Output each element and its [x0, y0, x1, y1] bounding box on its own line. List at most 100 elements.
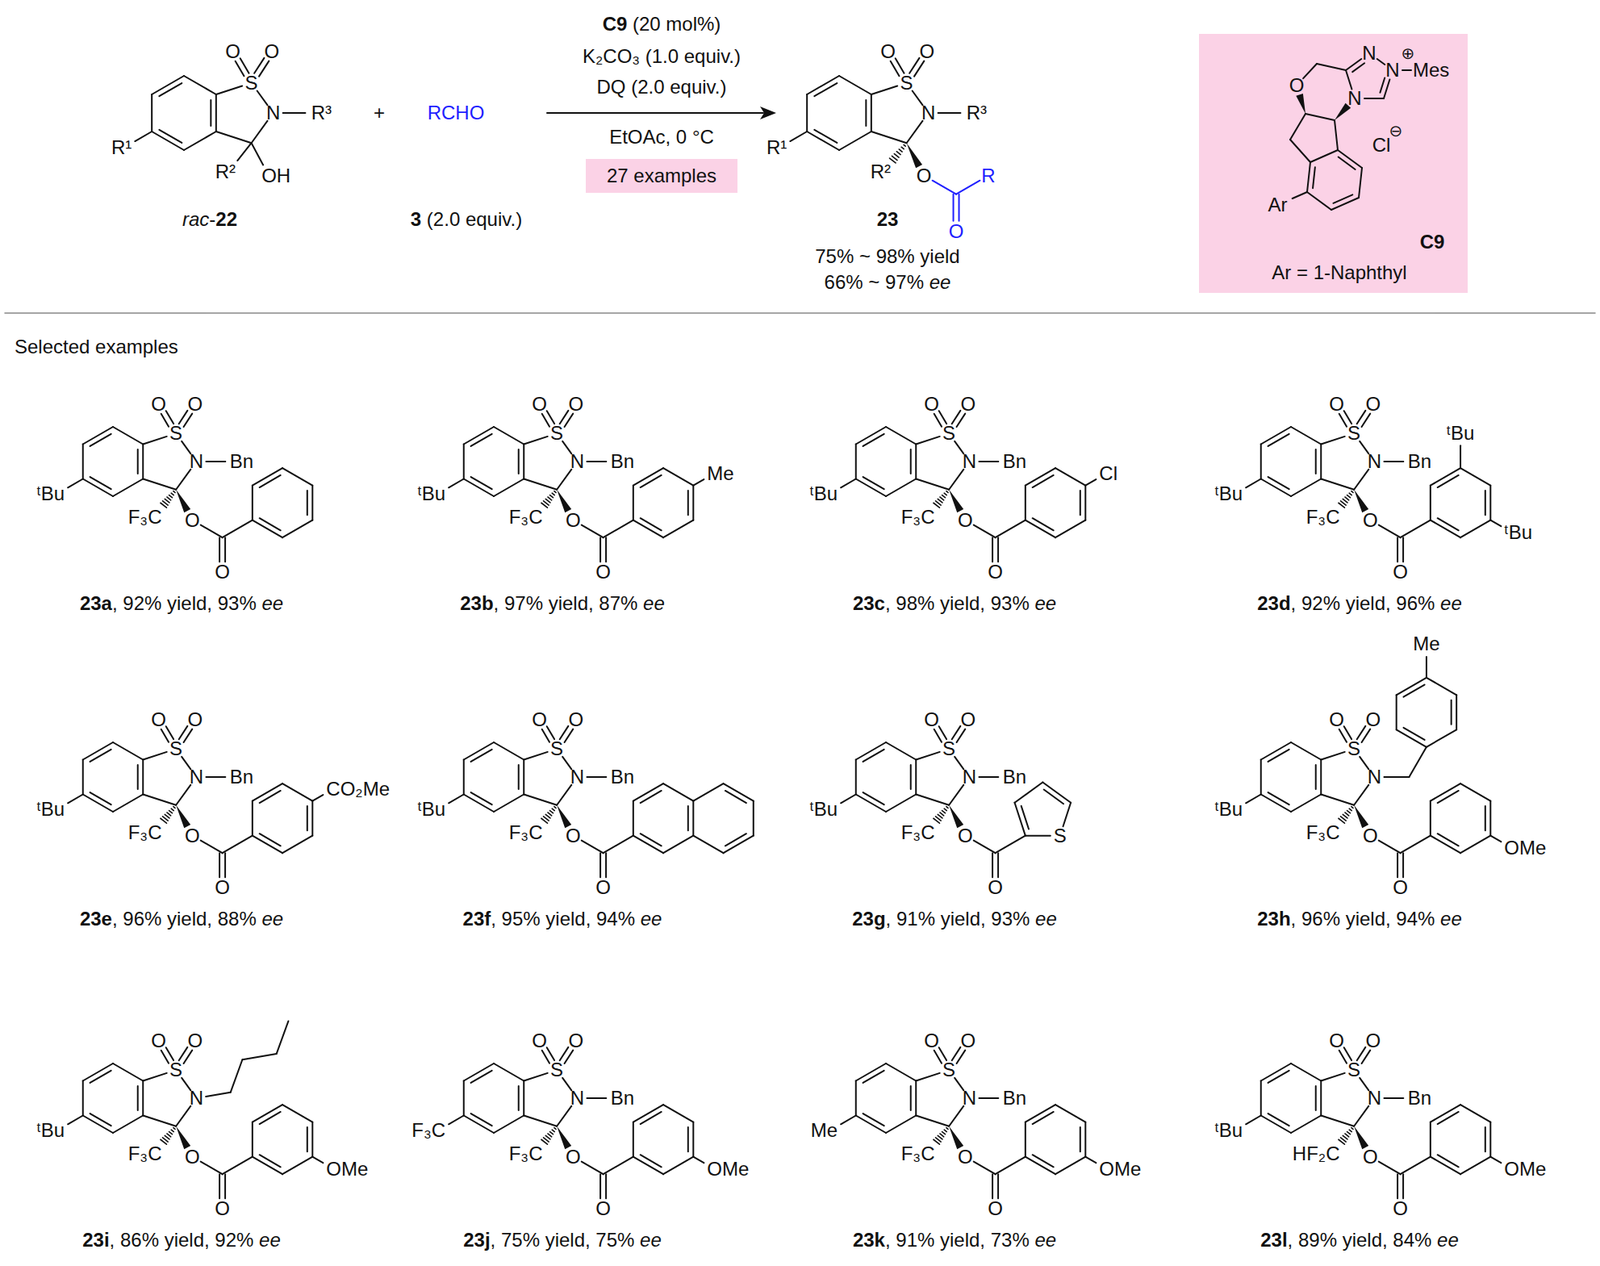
text-run: 23l: [1260, 1228, 1287, 1251]
atom-label: O: [1365, 708, 1381, 732]
bond-line: [1316, 63, 1346, 71]
atom-label: Me: [810, 1119, 838, 1142]
atom-label: N: [570, 1086, 585, 1110]
text-run: 23h: [1257, 907, 1291, 930]
bond-line: [603, 1157, 634, 1175]
compound-caption: 23f, 95% yield, 94% ee: [463, 907, 663, 931]
bond-line: [1429, 1122, 1432, 1158]
atom-label: O: [960, 392, 976, 416]
double-bond-line: [890, 61, 900, 76]
atom-label: Bn: [1002, 765, 1027, 789]
bond-line: [1345, 70, 1352, 90]
bond-line: [789, 131, 807, 142]
bond-line: [885, 426, 916, 445]
charge-sign: ⊖: [1389, 121, 1404, 141]
bond-line: [556, 469, 572, 490]
double-bond-line: [863, 434, 885, 447]
atom-label: O: [565, 824, 581, 848]
compound-caption: 23c, 98% yield, 93% ee: [852, 592, 1057, 615]
structures: [4, 58, 1596, 1199]
bond-line: [1320, 751, 1345, 761]
double-bond-line: [863, 476, 885, 489]
hashed-bond: [550, 1132, 554, 1135]
atom-label: Bn: [1407, 1086, 1432, 1110]
atom-label: HF₂C: [1292, 1142, 1341, 1166]
hashed-bond: [171, 1129, 174, 1132]
bond-line: [142, 760, 144, 795]
atom-label: F₃C: [128, 1142, 163, 1166]
double-bond-line: [218, 852, 221, 878]
double-bond-line: [1032, 518, 1054, 531]
double-bond-line: [1357, 410, 1367, 424]
bond-line: [1260, 444, 1262, 480]
double-bond-line: [1268, 792, 1290, 805]
bond-line: [1320, 479, 1354, 490]
double-bond-line: [471, 1113, 493, 1126]
hashed-bond: [169, 495, 173, 498]
atom-label: O: [957, 1145, 974, 1169]
double-bond-line: [1437, 518, 1459, 531]
double-bond-line: [952, 726, 961, 740]
condition-text: C9 (20 mol%): [602, 12, 722, 36]
bond-line: [112, 426, 143, 445]
bond-line: [463, 1081, 465, 1116]
bond-line: [1320, 1081, 1322, 1116]
double-bond-line: [1339, 729, 1347, 743]
bond-line: [1425, 656, 1428, 678]
double-bond-line: [306, 1127, 309, 1152]
atom-label: N: [1367, 1086, 1382, 1110]
bond-line: [1429, 485, 1432, 521]
atom-label: N: [962, 1086, 977, 1110]
atom-label: ᵗBu: [36, 797, 65, 821]
bond-line: [67, 1115, 84, 1125]
bond-line: [251, 121, 268, 144]
bond-line: [948, 785, 964, 806]
double-bond-line: [640, 790, 662, 803]
hashed-bond: [1349, 492, 1352, 495]
double-bond-line: [209, 100, 212, 126]
double-bond-line: [939, 1047, 947, 1061]
bond-line: [1015, 802, 1026, 836]
bond-line: [222, 1157, 253, 1175]
double-bond-line: [1079, 1127, 1082, 1152]
double-bond-line: [166, 410, 174, 424]
bond-line: [1460, 835, 1491, 854]
bond-line: [914, 444, 917, 480]
atom-label: F₃C: [509, 821, 544, 844]
double-bond-line: [599, 537, 602, 562]
atom-label: O: [1392, 876, 1408, 899]
condition-text: EtOAc, 0 °C: [609, 125, 715, 149]
bond-line: [1377, 58, 1386, 65]
atom-label: R¹: [111, 136, 132, 159]
atom-label: O: [565, 1145, 581, 1169]
hashed-bond: [1349, 1129, 1352, 1132]
double-bond-line: [1403, 685, 1425, 698]
double-bond-line: [640, 518, 662, 531]
double-bond-line: [1437, 790, 1459, 803]
atom-label: Ar: [1267, 193, 1287, 217]
double-bond-line: [640, 1111, 662, 1124]
bond-line: [632, 485, 635, 521]
atom-label: O: [531, 1029, 548, 1053]
double-bond-line: [218, 1173, 221, 1199]
atom-label: OMe: [325, 1157, 368, 1181]
bond-line: [216, 85, 243, 95]
bond-line: [493, 742, 524, 761]
bond-line: [1024, 485, 1027, 521]
double-bond-line: [599, 1173, 602, 1199]
bond-line: [142, 1115, 176, 1127]
bond-line: [251, 485, 254, 521]
text-run: 23e: [79, 907, 113, 930]
bond-line: [954, 441, 964, 454]
bond-line: [1320, 794, 1354, 806]
bond-line: [1490, 835, 1501, 843]
hashed-bond: [164, 814, 170, 819]
double-bond-line: [934, 413, 942, 427]
bond-line: [282, 467, 313, 486]
bond-line: [200, 525, 223, 538]
hashed-bond: [545, 814, 551, 819]
bond-line: [1290, 742, 1321, 761]
double-bond-line: [997, 852, 999, 878]
double-bond-line: [161, 1050, 169, 1064]
atom-label: ᵗBu: [1214, 482, 1243, 506]
